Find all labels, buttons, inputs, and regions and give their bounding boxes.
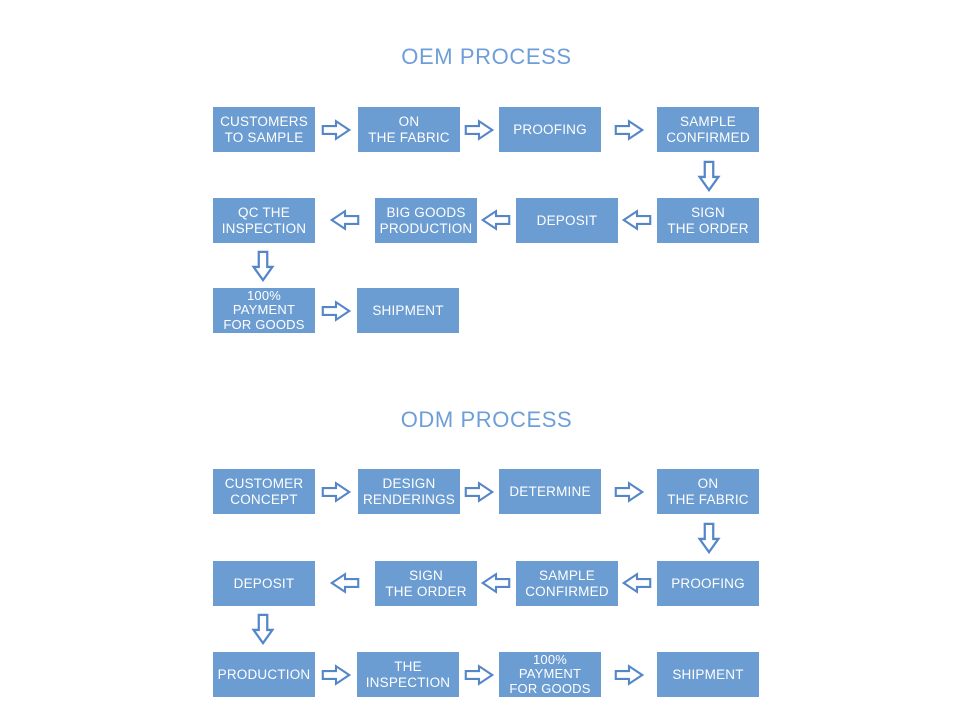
flow-box-determine: DETERMINE <box>499 469 601 514</box>
flow-box-shipment: SHIPMENT <box>357 288 459 333</box>
arrow-down-icon <box>250 613 276 646</box>
flow-box-proofing: PROOFING <box>499 107 601 152</box>
arrow-left-icon <box>480 571 511 595</box>
flow-box-sample-confirmed: SAMPLE CONFIRMED <box>516 561 618 606</box>
flow-box-on-the-fabric: ON THE FABRIC <box>657 469 759 514</box>
oem-process-title: OEM PROCESS <box>401 44 572 69</box>
odm-process-title: ODM PROCESS <box>400 407 573 432</box>
arrow-right-icon <box>614 118 645 142</box>
arrow-left-icon <box>480 208 511 232</box>
arrow-down-icon <box>696 160 722 193</box>
flow-box-deposit: DEPOSIT <box>516 198 618 243</box>
arrow-left-icon <box>329 208 360 232</box>
flow-box-shipment: SHIPMENT <box>657 652 759 697</box>
arrow-right-icon <box>321 299 352 323</box>
flow-box-the-inspection: THE INSPECTION <box>357 652 459 697</box>
flow-box-sign-the-order: SIGN THE ORDER <box>657 198 759 243</box>
arrow-down-icon <box>696 522 722 555</box>
arrow-right-icon <box>464 118 495 142</box>
arrow-right-icon <box>614 663 645 687</box>
flow-box-qc-the-inspection: QC THE INSPECTION <box>213 198 315 243</box>
flow-box-deposit: DEPOSIT <box>213 561 315 606</box>
arrow-right-icon <box>614 480 645 504</box>
arrow-left-icon <box>621 571 652 595</box>
flow-box-sign-the-order: SIGN THE ORDER <box>375 561 477 606</box>
arrow-down-icon <box>250 250 276 283</box>
flow-box-proofing: PROOFING <box>657 561 759 606</box>
flow-box-production: PRODUCTION <box>213 652 315 697</box>
arrow-left-icon <box>621 208 652 232</box>
arrow-right-icon <box>321 118 352 142</box>
flow-box-design-renderings: DESIGN RENDERINGS <box>358 469 460 514</box>
arrow-right-icon <box>464 480 495 504</box>
arrow-right-icon <box>321 480 352 504</box>
arrow-right-icon <box>321 663 352 687</box>
flow-box-big-goods-production: BIG GOODS PRODUCTION <box>375 198 477 243</box>
flow-box-100-payment-for-goods: 100% PAYMENT FOR GOODS <box>499 652 601 697</box>
flow-box-100-payment-for-goods: 100% PAYMENT FOR GOODS <box>213 288 315 333</box>
flow-box-on-the-fabric: ON THE FABRIC <box>358 107 460 152</box>
arrow-left-icon <box>329 571 360 595</box>
flow-box-customers-to-sample: CUSTOMERS TO SAMPLE <box>213 107 315 152</box>
flow-box-customer-concept: CUSTOMER CONCEPT <box>213 469 315 514</box>
flow-box-sample-confirmed: SAMPLE CONFIRMED <box>657 107 759 152</box>
arrow-right-icon <box>464 663 495 687</box>
